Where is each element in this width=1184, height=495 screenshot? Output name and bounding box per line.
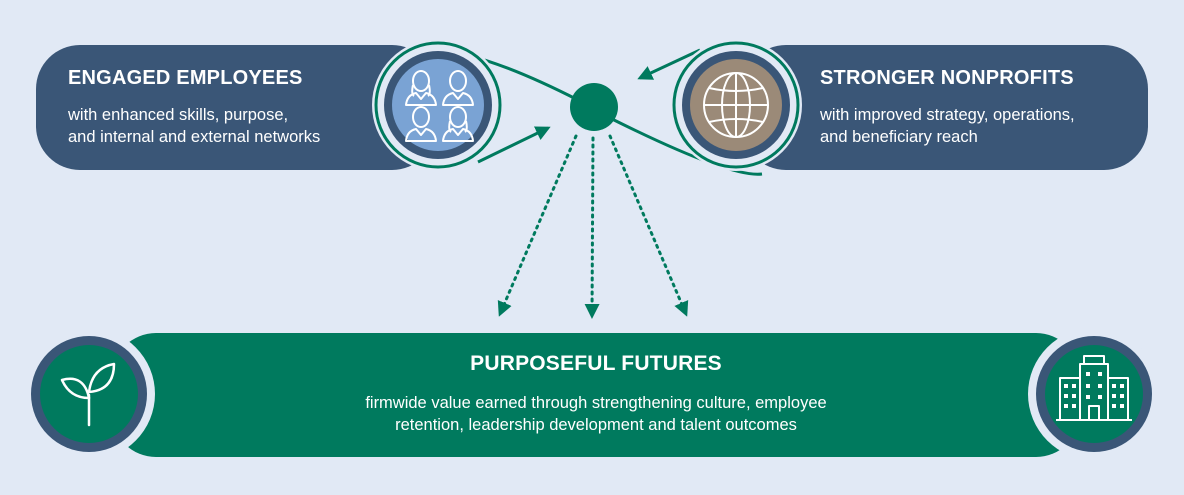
center-hub-dot xyxy=(570,83,618,131)
dotted-arrow-right xyxy=(608,134,689,317)
stronger-nonprofits-line1: with improved strategy, operations, xyxy=(820,106,1075,124)
engaged-employees-line1: with enhanced skills, purpose, xyxy=(68,106,289,124)
stronger-nonprofits-line2: and beneficiary reach xyxy=(820,128,978,146)
sprout-icon xyxy=(23,328,155,460)
stronger-nonprofits-title: STRONGER NONPROFITS xyxy=(820,67,1074,89)
engaged-employees-title: ENGAGED EMPLOYEES xyxy=(68,67,303,89)
dotted-arrow-center xyxy=(584,136,600,319)
globe-icon xyxy=(670,39,802,171)
office-building-icon xyxy=(1028,328,1160,460)
stronger-nonprofits-card: STRONGER NONPROFITS with improved strate… xyxy=(742,45,1148,170)
purposeful-futures-line2: retention, leadership development and ta… xyxy=(395,416,797,434)
left-return-arrow xyxy=(477,126,551,164)
purposeful-futures-card: PURPOSEFUL FUTURES firmwide value earned… xyxy=(112,333,1080,457)
purposeful-futures-line1: firmwide value earned through strengthen… xyxy=(365,394,827,412)
dotted-arrow-left xyxy=(497,134,578,317)
engaged-employees-card: ENGAGED EMPLOYEES with enhanced skills, … xyxy=(36,45,436,170)
engaged-employees-line2: and internal and external networks xyxy=(68,128,321,146)
right-return-arrow xyxy=(637,48,701,80)
people-group-icon xyxy=(372,39,504,171)
purposeful-futures-title: PURPOSEFUL FUTURES xyxy=(470,352,722,375)
